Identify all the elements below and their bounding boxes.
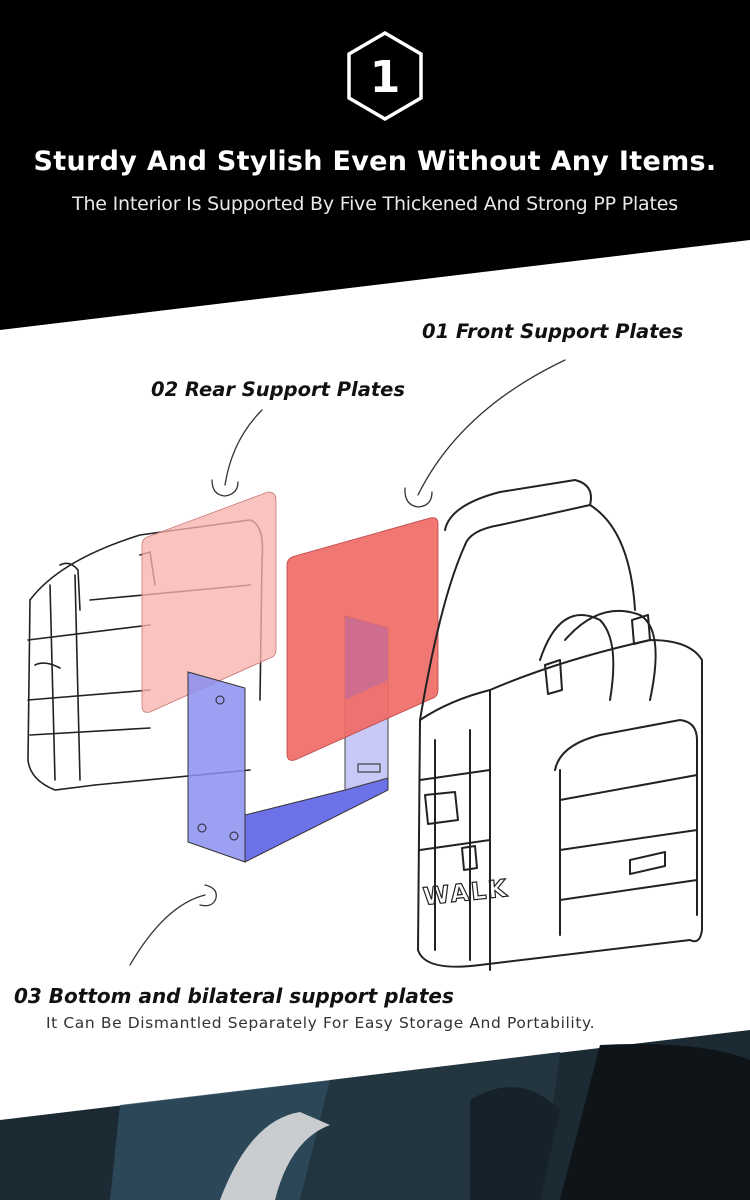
- front-label-leader: [417, 359, 566, 496]
- leader-lines: [129, 359, 566, 966]
- front-bag-sketch: [417, 479, 703, 971]
- rear-support-plate: [141, 491, 277, 713]
- rear-arrow-icon: [211, 479, 239, 497]
- bottom-arrow-icon: [199, 884, 217, 907]
- front-plate-label: 01 Front Support Plates: [422, 320, 684, 343]
- front-arrow-icon: [404, 487, 433, 508]
- page-title: Sturdy And Stylish Even Without Any Item…: [33, 146, 717, 177]
- rear-label-leader: [224, 409, 263, 486]
- bottom-plate-label: 03 Bottom and bilateral support plates: [14, 984, 454, 1008]
- header-background: [0, 0, 750, 330]
- badge-number: 1: [370, 52, 401, 103]
- rear-plate-label: 02 Rear Support Plates: [151, 378, 406, 401]
- bottom-label-leader: [129, 894, 206, 966]
- storage-note: It Can Be Dismantled Separately For Easy…: [46, 1014, 596, 1032]
- bottom-photo-strip: [0, 1030, 750, 1200]
- hexagon-badge-icon: 1: [347, 30, 423, 122]
- page-subtitle: The Interior Is Supported By Five Thicke…: [72, 193, 678, 215]
